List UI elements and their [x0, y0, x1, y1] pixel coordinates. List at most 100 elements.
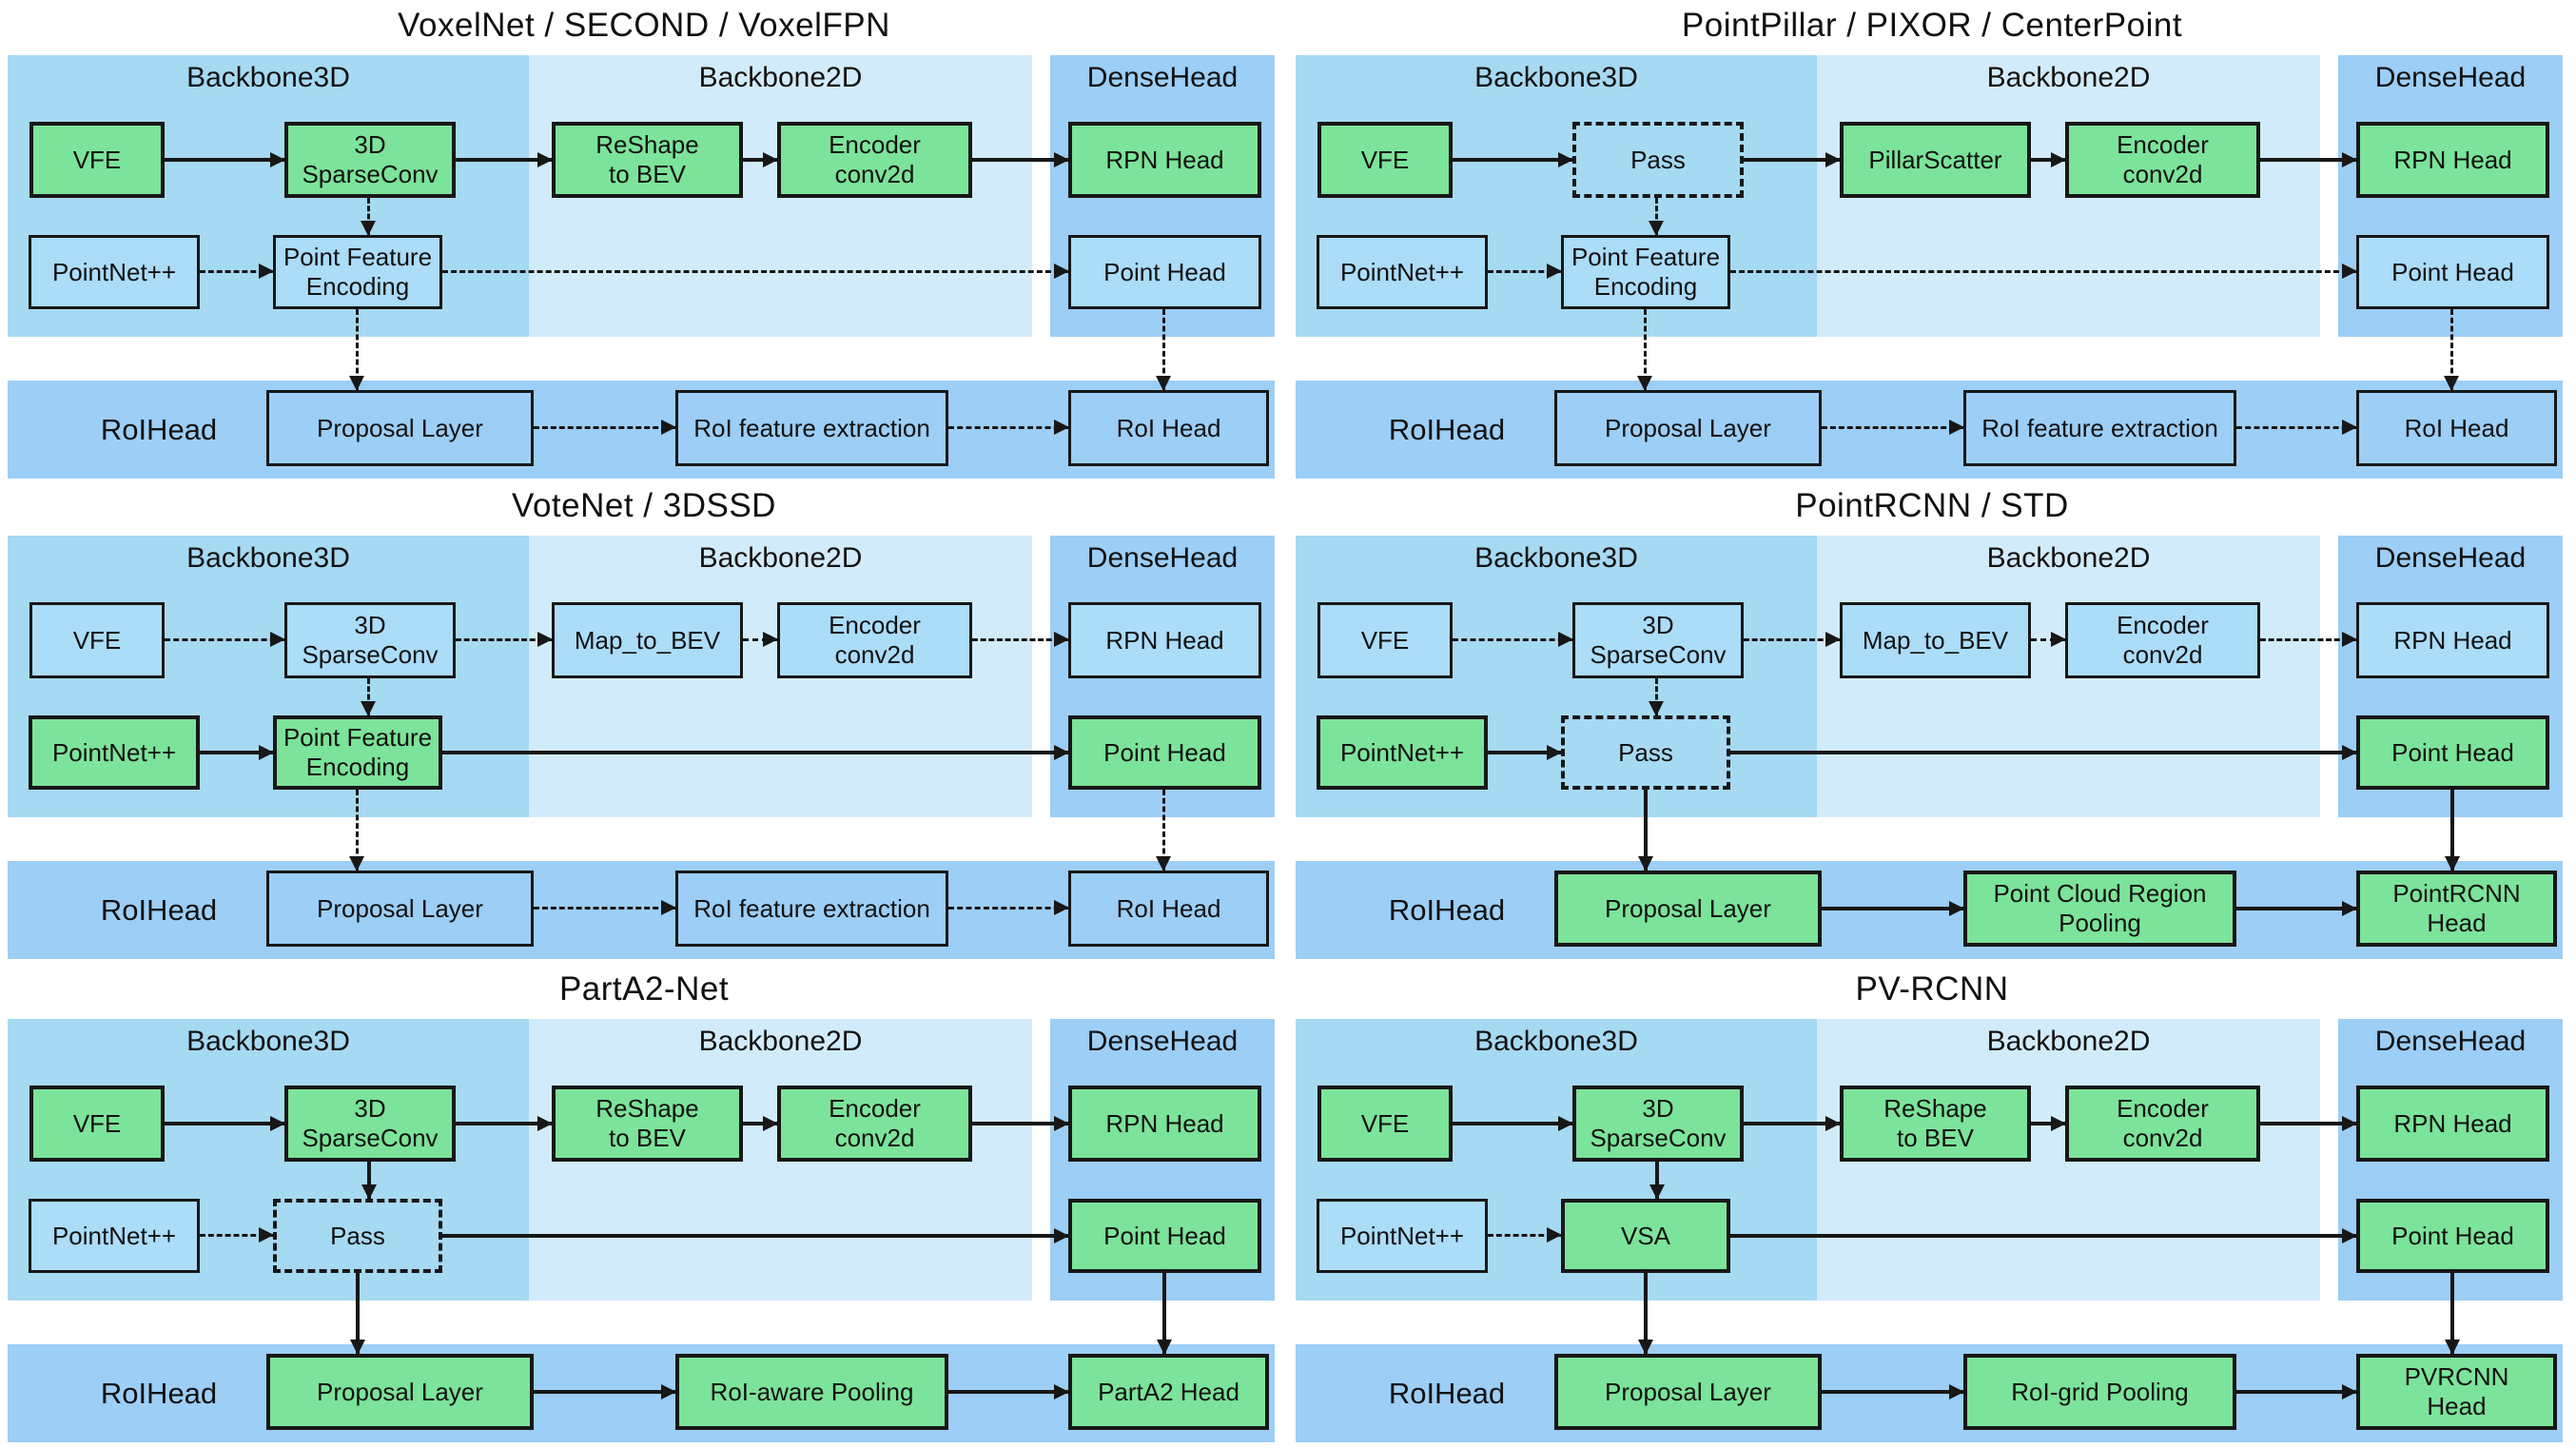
arrow-proposal-to-roi-pooling	[534, 900, 676, 915]
node-proposal-layer: Proposal Layer	[1554, 390, 1822, 466]
arrow-proposal-to-roi-pooling	[1822, 1384, 1964, 1399]
node-vfe: VFE	[1317, 122, 1453, 198]
arrow-voxel-op-to-bev-op	[456, 1116, 553, 1131]
node-bev-op: Map_to_BEV	[1840, 602, 2031, 678]
node-proposal-layer: Proposal Layer	[266, 390, 534, 466]
node-pointnet: PointNet++	[1317, 715, 1488, 790]
arrow-proposal-to-roi-pooling	[1822, 420, 1964, 435]
node-vfe: VFE	[29, 1086, 165, 1162]
node-roi-head: RoI Head	[1068, 871, 1269, 947]
node-proposal-layer: Proposal Layer	[266, 871, 534, 947]
arrow-roi-pooling-to-roi-head	[948, 420, 1069, 435]
backbone3d-label: Backbone3D	[1474, 62, 1638, 93]
arrow-roi-pooling-to-roi-head	[2236, 420, 2357, 435]
arrow-point-head-down-to-roi-head	[2445, 1273, 2460, 1355]
arrow-point-head-down-to-roi-head	[1157, 1273, 1172, 1355]
backbone2d-label: Backbone2D	[698, 1026, 863, 1057]
node-roi-pooling: RoI feature extraction	[1963, 390, 2236, 466]
arrow-voxel-op-down-to-point-op	[1649, 1162, 1665, 1200]
arrow-point-op-to-point-head	[442, 1228, 1069, 1243]
node-proposal-layer: Proposal Layer	[266, 1354, 534, 1430]
node-vfe: VFE	[1317, 1086, 1453, 1162]
node-roi-head: RoI Head	[1068, 390, 1269, 466]
panel-title: PartA2-Net	[558, 970, 730, 1008]
arrow-point-op-to-point-head	[442, 264, 1069, 279]
arrow-encoder-to-rpn-head	[2260, 152, 2357, 167]
node-proposal-layer: Proposal Layer	[1554, 871, 1822, 947]
arrow-voxel-op-to-bev-op	[1744, 632, 1841, 647]
node-bev-op: PillarScatter	[1840, 122, 2031, 198]
arrow-point-head-down-to-roi-head	[2445, 790, 2460, 871]
arrow-voxel-op-down-to-point-op	[361, 1162, 377, 1200]
architecture-panel: PartA2-Net Backbone3D Backbone2D DenseHe…	[0, 964, 1288, 1448]
node-point-head: Point Head	[1068, 235, 1261, 309]
node-point-head: Point Head	[2356, 715, 2549, 790]
node-encoder-conv2d: Encoder conv2d	[777, 1086, 972, 1162]
node-roi-head: RoI Head	[2356, 390, 2557, 466]
backbone3d-label: Backbone3D	[1474, 1026, 1638, 1057]
arrow-point-op-down-to-proposal	[1638, 790, 1653, 871]
panel-title: PointRCNN / STD	[1795, 487, 2069, 524]
arrow-vfe-to-voxel-op	[1453, 152, 1573, 167]
backbone2d-label: Backbone2D	[698, 62, 863, 93]
arrow-point-op-down-to-proposal	[1638, 1273, 1653, 1355]
node-point-op: VSA	[1561, 1199, 1730, 1273]
node-pointnet: PointNet++	[29, 235, 200, 309]
node-pointnet: PointNet++	[29, 715, 200, 790]
densehead-label: DenseHead	[2374, 1026, 2527, 1057]
arrow-point-op-down-to-proposal	[1637, 309, 1652, 391]
arrow-vfe-to-voxel-op	[1453, 632, 1573, 647]
arrow-point-op-to-point-head	[1730, 1228, 2357, 1243]
node-voxel-op: Pass	[1572, 122, 1744, 198]
arrow-vfe-to-voxel-op	[165, 152, 285, 167]
backbone3d-label: Backbone3D	[186, 62, 350, 93]
node-rpn-head: RPN Head	[1068, 602, 1261, 678]
node-rpn-head: RPN Head	[1068, 1086, 1261, 1162]
arrow-point-head-down-to-roi-head	[1156, 790, 1171, 871]
densehead-label: DenseHead	[1086, 1026, 1239, 1057]
node-roi-head: PointRCNN Head	[2356, 871, 2557, 947]
node-point-op: Pass	[273, 1199, 442, 1273]
arrow-encoder-to-rpn-head	[2260, 1116, 2357, 1131]
architecture-panel: VoxelNet / SECOND / VoxelFPN Backbone3D …	[0, 0, 1288, 484]
arrow-pointnet-to-point-op	[200, 1227, 274, 1243]
node-voxel-op: 3D SparseConv	[284, 602, 456, 678]
node-point-op: Point Feature Encoding	[273, 715, 442, 790]
node-pointnet: PointNet++	[29, 1199, 200, 1273]
architecture-panel: PointRCNN / STD Backbone3D Backbone2D De…	[1288, 480, 2576, 965]
arrow-voxel-op-to-bev-op	[456, 152, 553, 167]
arrow-point-op-to-point-head	[1730, 745, 2357, 760]
arrow-roi-pooling-to-roi-head	[2236, 1384, 2357, 1399]
roihead-label: RoIHead	[1388, 413, 1506, 446]
panel-title: PointPillar / PIXOR / CenterPoint	[1681, 7, 2183, 44]
arrow-voxel-op-down-to-point-op	[1649, 198, 1664, 236]
architecture-panel: PointPillar / PIXOR / CenterPoint Backbo…	[1288, 0, 2576, 484]
node-voxel-op: 3D SparseConv	[1572, 602, 1744, 678]
arrow-voxel-op-to-bev-op	[1744, 152, 1841, 167]
arrow-encoder-to-rpn-head	[972, 152, 1069, 167]
arrow-point-op-down-to-proposal	[350, 1273, 365, 1355]
node-voxel-op: 3D SparseConv	[284, 1086, 456, 1162]
node-encoder-conv2d: Encoder conv2d	[2065, 1086, 2260, 1162]
node-rpn-head: RPN Head	[2356, 602, 2549, 678]
arrow-encoder-to-rpn-head	[972, 632, 1069, 647]
arrow-point-op-down-to-proposal	[349, 309, 364, 391]
arrow-proposal-to-roi-pooling	[1822, 901, 1964, 916]
node-vfe: VFE	[29, 122, 165, 198]
node-bev-op: ReShape to BEV	[552, 1086, 743, 1162]
arrow-voxel-op-to-bev-op	[456, 632, 553, 647]
arrow-proposal-to-roi-pooling	[534, 1384, 676, 1399]
node-roi-pooling: RoI-grid Pooling	[1963, 1354, 2236, 1430]
node-encoder-conv2d: Encoder conv2d	[777, 122, 972, 198]
arrow-voxel-op-down-to-point-op	[1649, 678, 1664, 716]
arrow-pointnet-to-point-op	[1488, 264, 1562, 279]
arrow-voxel-op-down-to-point-op	[361, 198, 376, 236]
backbone2d-label: Backbone2D	[1986, 542, 2151, 574]
arrow-pointnet-to-point-op	[1488, 1227, 1562, 1243]
roihead-label: RoIHead	[100, 1377, 218, 1410]
arrow-vfe-to-voxel-op	[1453, 1116, 1573, 1131]
arrow-bev-op-to-encoder	[743, 1116, 778, 1131]
node-roi-pooling: RoI feature extraction	[675, 871, 948, 947]
roihead-label: RoIHead	[100, 413, 218, 446]
